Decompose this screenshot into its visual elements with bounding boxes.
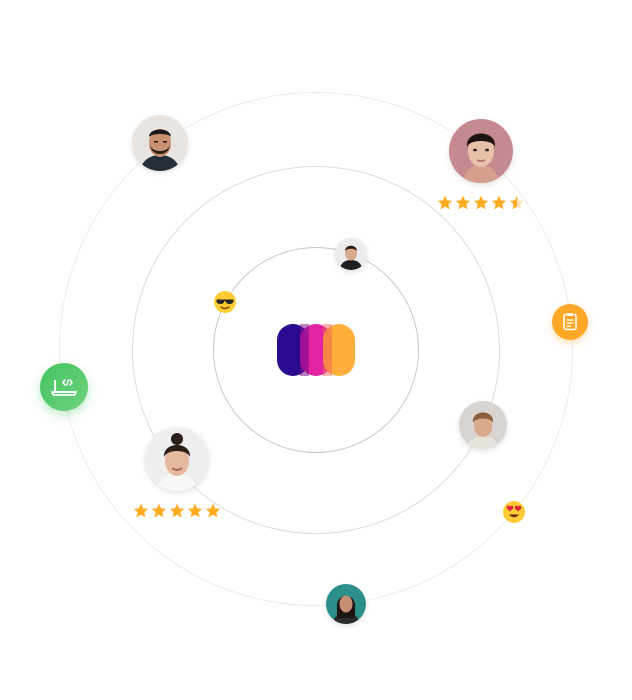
laptop-code-badge bbox=[40, 363, 88, 411]
star-icon bbox=[133, 503, 149, 518]
star-icon bbox=[491, 195, 507, 210]
clipboard-icon bbox=[552, 304, 588, 340]
man-curly-avatar bbox=[459, 401, 507, 449]
man-beard-avatar bbox=[132, 115, 188, 171]
star-icon bbox=[437, 195, 453, 210]
star-icon bbox=[509, 195, 525, 210]
star-icon bbox=[473, 195, 489, 210]
heart-eyes-emoji-icon bbox=[502, 500, 526, 524]
sunglasses-emoji-icon bbox=[213, 290, 237, 314]
man-avatar bbox=[335, 238, 367, 270]
orbit-ring-inner bbox=[213, 247, 419, 453]
star-rating-top bbox=[437, 195, 525, 211]
clipboard-badge bbox=[552, 304, 588, 340]
brand-logo-icon bbox=[277, 324, 355, 376]
orbit-ring-middle bbox=[132, 166, 500, 534]
woman-bun-avatar bbox=[145, 427, 209, 491]
star-icon bbox=[205, 503, 221, 518]
star-rating-bottom bbox=[133, 503, 221, 519]
star-icon bbox=[169, 503, 185, 518]
laptop-code-icon bbox=[40, 363, 88, 411]
woman-teal-avatar bbox=[326, 584, 366, 624]
star-icon bbox=[151, 503, 167, 518]
star-icon bbox=[187, 503, 203, 518]
star-icon bbox=[455, 195, 471, 210]
woman-avatar bbox=[449, 119, 513, 183]
orbit-ring-outer bbox=[59, 92, 573, 606]
